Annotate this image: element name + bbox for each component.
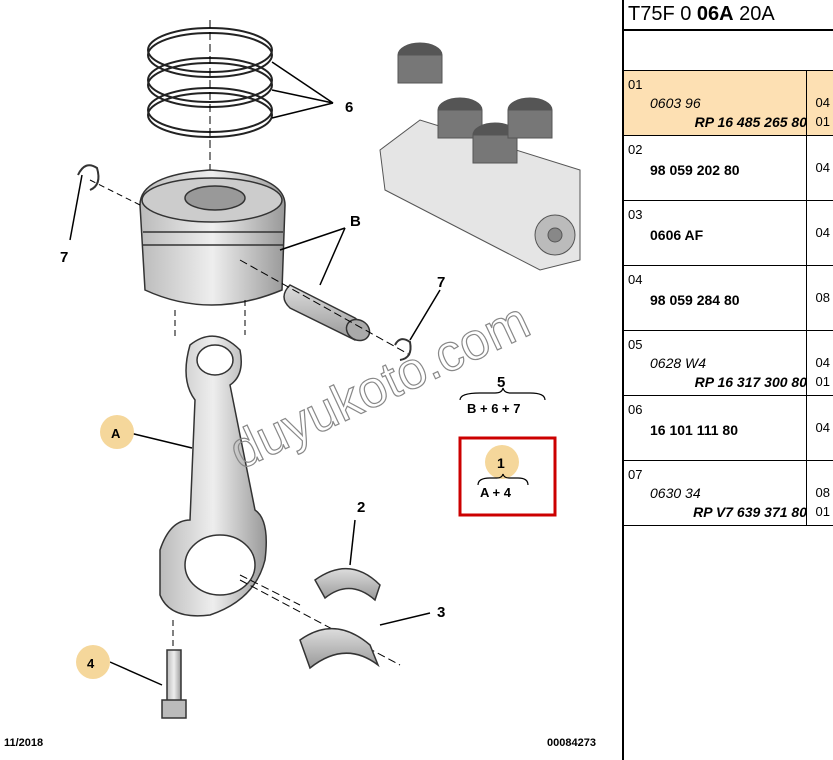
callout-7-right: 7: [437, 274, 445, 291]
part-replacement-reference: RP 16 317 300 80: [694, 374, 807, 390]
callout-6: 6: [345, 99, 353, 116]
piston: [139, 169, 286, 306]
brace-1: [477, 473, 529, 486]
parts-diagram: 6 B 7 7 A 2 3 4 5 B + 6 + 7 1 A + 4 duyu…: [4, 20, 596, 749]
part-quantity: 04: [815, 355, 830, 370]
part-quantity-secondary: 01: [815, 504, 830, 519]
brace-5: [459, 387, 546, 401]
part-row[interactable]: 03 0606 AF 04: [624, 201, 833, 266]
part-index: 04: [628, 272, 643, 287]
callout-B: B: [350, 213, 361, 230]
bearing-shells: [299, 567, 381, 670]
connecting-rod: [159, 335, 267, 617]
callout-7-left: 7: [60, 249, 68, 266]
callout-badge-1: [485, 445, 519, 479]
footer-code: 00084273: [547, 737, 596, 749]
part-index: 06: [628, 402, 643, 417]
engine-assembly-illustration: [379, 42, 581, 271]
part-reference: 0630 34: [650, 485, 701, 501]
callout-3: 3: [437, 604, 445, 621]
callout-5: 5: [497, 374, 505, 391]
part-reference: 16 101 111 80: [650, 422, 738, 438]
part-reference: 98 059 284 80: [650, 292, 740, 308]
part-quantity: 08: [815, 485, 830, 500]
part-quantity: 04: [815, 160, 830, 175]
row-column-divider: [806, 266, 807, 330]
footer-date: 11/2018: [4, 737, 43, 749]
formula-1: A + 4: [480, 485, 512, 500]
part-replacement-reference: RP V7 639 371 80: [693, 504, 807, 520]
callout-4: 4: [87, 656, 95, 671]
part-row[interactable]: 02 98 059 202 80 04: [624, 136, 833, 201]
part-reference: 98 059 202 80: [650, 162, 740, 178]
rod-bolt: [161, 649, 187, 719]
title-prefix: T75F 0: [628, 3, 697, 25]
row-column-divider: [806, 396, 807, 460]
part-row[interactable]: 05 0628 W4 RP 16 317 300 80 04 01: [624, 331, 833, 396]
title-bold: 06A: [696, 3, 734, 25]
part-row[interactable]: 01 0603 96 RP 16 485 265 80 04 01: [624, 71, 833, 136]
highlight-box: [458, 436, 557, 517]
part-row[interactable]: 04 98 059 284 80 08: [624, 266, 833, 331]
parts-panel: T75F 0 06A 20A 01 0603 96 RP 16 485 265 80…: [624, 0, 833, 760]
part-row[interactable]: 07 0630 34 RP V7 639 371 80 08 01: [624, 461, 833, 526]
formula-5: B + 6 + 7: [467, 401, 520, 416]
row-column-divider: [806, 461, 807, 525]
part-index: 03: [628, 207, 643, 222]
callout-2: 2: [357, 499, 365, 516]
callout-A: A: [111, 426, 121, 441]
part-reference: 0628 W4: [650, 355, 707, 371]
leader-6: [271, 61, 334, 119]
part-row[interactable]: 06 16 101 111 80 04: [624, 396, 833, 461]
leader-B: [279, 227, 346, 286]
callout-badge-A: [100, 415, 134, 449]
part-reference: 0603 96: [650, 95, 701, 111]
part-quantity-secondary: 01: [815, 114, 830, 129]
part-index: 07: [628, 467, 643, 482]
part-index: 02: [628, 142, 643, 157]
part-replacement-reference: RP 16 485 265 80: [694, 114, 807, 130]
part-quantity: 04: [815, 95, 830, 110]
part-index: 05: [628, 337, 643, 352]
part-quantity: 04: [815, 420, 830, 435]
part-quantity: 08: [815, 290, 830, 305]
part-index: 01: [628, 77, 643, 92]
row-column-divider: [806, 136, 807, 200]
row-column-divider: [806, 201, 807, 265]
circlips: [77, 164, 412, 361]
callout-badge-4: [76, 645, 110, 679]
title-suffix: 20A: [733, 3, 775, 25]
row-column-divider: [806, 331, 807, 395]
part-quantity-secondary: 01: [815, 374, 830, 389]
row-column-divider: [806, 71, 807, 135]
piston-pin: [283, 284, 371, 342]
part-quantity: 04: [815, 225, 830, 240]
part-reference: 0606 AF: [650, 227, 704, 243]
panel-header-blank: [624, 31, 833, 71]
callout-1: 1: [497, 455, 505, 471]
panel-divider: [622, 0, 624, 760]
panel-title: T75F 0 06A 20A: [624, 0, 833, 31]
